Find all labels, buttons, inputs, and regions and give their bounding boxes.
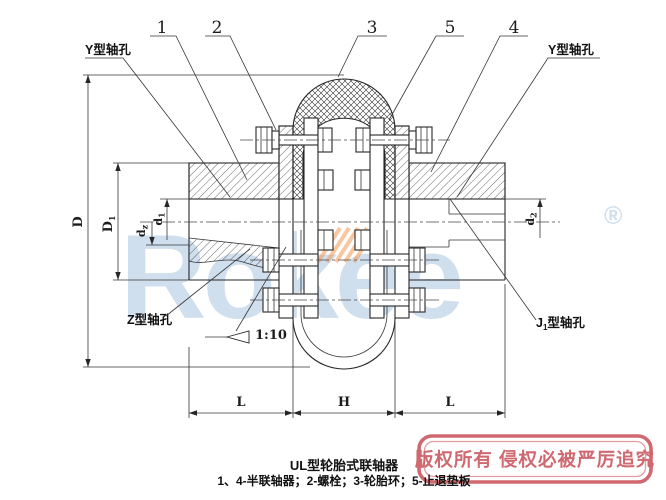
label-y-bore-left: Y型轴孔 (85, 42, 131, 57)
dim-label-d2: d2 (524, 212, 539, 225)
dim-label-d1: d1 (152, 212, 167, 225)
tire-ring-section (292, 78, 396, 200)
callout-1: 1 (157, 18, 168, 38)
callout-3: 3 (367, 18, 378, 38)
callout-2: 2 (212, 18, 223, 38)
caption: UL型轮胎式联轴器 1、4-半联轴器；2-螺栓；3-轮胎环；5-止退垫板 (217, 458, 471, 488)
dimension-D: D (71, 74, 344, 368)
stamp-text: 版权所有 侵权必被严厉追究 (415, 449, 655, 470)
retaining-plates (303, 117, 385, 319)
callout-4: 4 (509, 18, 520, 38)
dimension-D1: D1 (101, 162, 189, 281)
right-retaining-plate (369, 117, 385, 319)
label-y-bore-right: Y型轴孔 (548, 42, 594, 57)
part-callouts: 1 2 3 5 4 (150, 18, 528, 181)
dim-label-H: H (338, 395, 350, 410)
left-hub-hatched-block (188, 162, 280, 200)
label-z-bore: Z型轴孔 (127, 312, 173, 327)
dim-label-dz: dz (135, 224, 150, 237)
label-j1-bore: J1型轴孔 (536, 315, 585, 332)
dimension-d2: d2 (505, 198, 546, 238)
stamp-inner-border (423, 440, 647, 478)
watermark-registered-icon: ® (604, 202, 623, 230)
dimension-d1: d1 (152, 198, 189, 240)
dim-label-L-right: L (445, 395, 454, 410)
centerlines (140, 139, 560, 301)
taper-ratio-label: 1:10 (255, 328, 287, 343)
callout-5: 5 (445, 18, 456, 38)
dim-label-D: D (71, 216, 86, 227)
dimension-dz: dz (135, 222, 189, 246)
right-hub-hatched-block (408, 162, 506, 200)
taper-triangle-icon (225, 330, 250, 344)
caption-title: UL型轮胎式联轴器 (290, 458, 399, 473)
taper-callout: 1:10 (205, 246, 287, 344)
dimension-LHL: L H L (188, 284, 506, 418)
dim-label-D1: D1 (101, 216, 117, 233)
caption-parts-list: 1、4-半联轴器；2-螺栓；3-轮胎环；5-止退垫板 (217, 473, 471, 488)
copyright-stamp: 版权所有 侵权必被严厉追究 (415, 434, 655, 484)
right-half-coupling (408, 162, 506, 281)
bore-type-labels: Y型轴孔 Y型轴孔 Z型轴孔 J1型轴孔 (85, 42, 600, 332)
stamp-outer-border (417, 434, 653, 484)
left-retaining-plate (303, 117, 319, 319)
dim-label-L-left: L (236, 395, 245, 410)
